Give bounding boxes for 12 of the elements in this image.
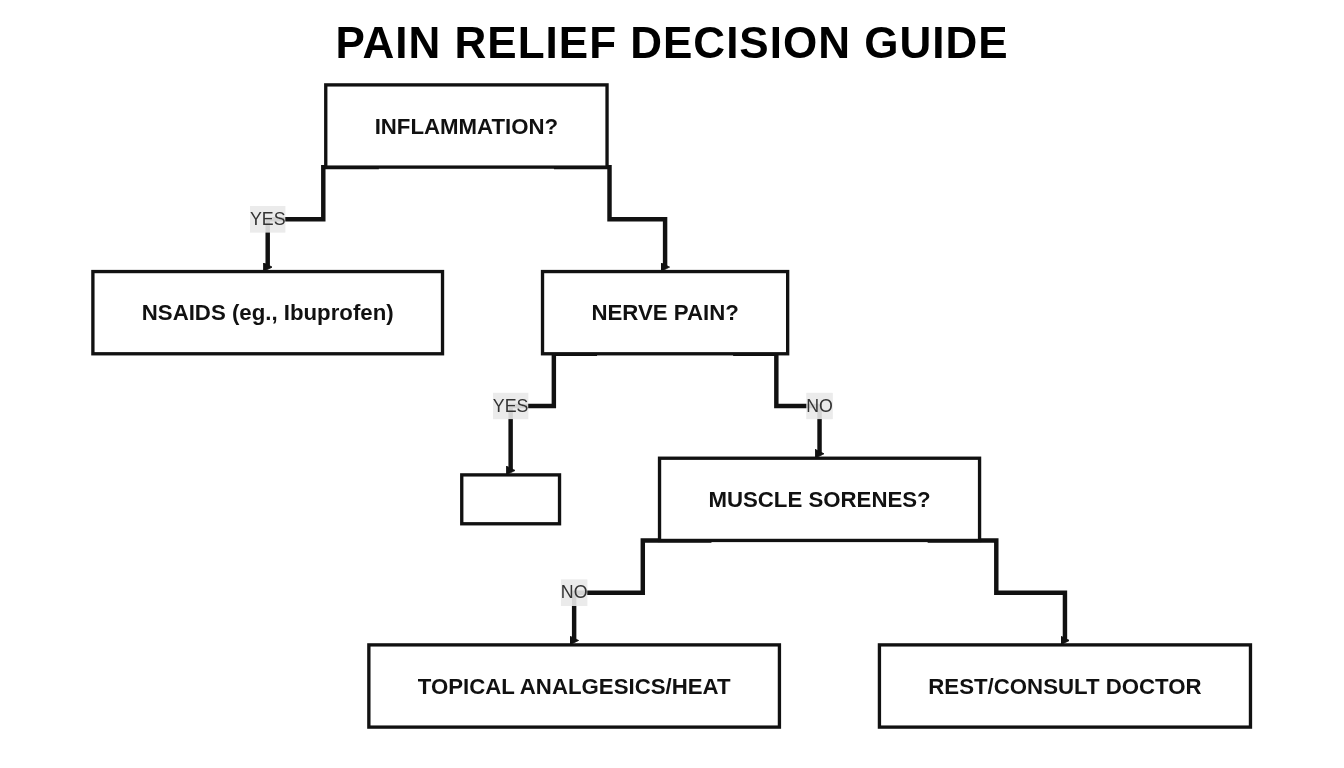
node-box: INFLAMMATION? <box>324 83 609 169</box>
edge-label: NO <box>561 582 588 602</box>
edge-label: YES <box>250 209 286 229</box>
node-box: NERVE PAIN? <box>541 269 790 356</box>
node-box: REST/CONSULT DOCTOR <box>878 643 1253 729</box>
node-box: TOPICAL ANALGESICS/HEAT <box>367 643 782 729</box>
edge-label: YES <box>493 396 529 415</box>
node-box: MUSCLE SORENES? <box>658 456 982 543</box>
node-box <box>460 473 562 526</box>
node-box: NSAIDS (eg., Ibuprofen) <box>91 269 445 356</box>
edge-label: NO <box>806 396 834 415</box>
title: PAIN RELIEF DECISION GUIDE <box>334 18 1010 68</box>
